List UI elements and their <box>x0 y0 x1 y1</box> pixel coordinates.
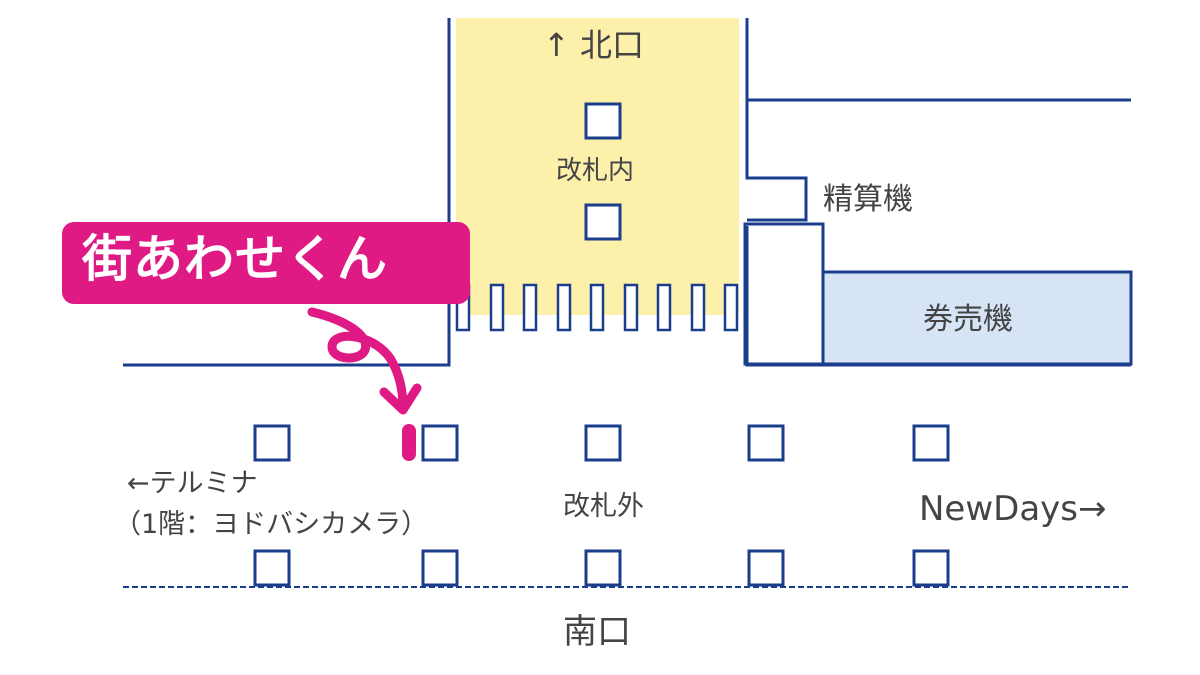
outside-gate-label: 改札外 <box>563 491 644 522</box>
pillars <box>253 102 950 587</box>
meeting-point-marker <box>402 424 416 461</box>
ticket-gate <box>522 283 538 332</box>
terminal-floor-label: （1階：ヨドバシカメラ） <box>114 509 429 540</box>
inside-gate-area <box>456 18 739 315</box>
corridor-walls <box>123 18 1131 367</box>
callout-text: 街あわせくん <box>82 230 388 288</box>
inside-gate-label: 改札内 <box>556 156 635 186</box>
terminal-label: ←テルミナ <box>127 468 258 499</box>
newdays-label: NewDays→ <box>919 489 1107 529</box>
pillar <box>584 203 622 241</box>
pillar <box>747 424 785 462</box>
ticket-machine-block <box>821 270 1133 366</box>
pillar <box>912 549 950 587</box>
fare-adjust-booth <box>743 222 825 366</box>
callout-badge <box>62 222 470 304</box>
ticket-gates <box>455 283 739 332</box>
ticket-machines-label: 券売機 <box>923 302 1013 337</box>
pillar <box>421 549 459 587</box>
pillar <box>912 424 950 462</box>
ticket-gate <box>690 283 706 332</box>
pillar <box>584 549 622 587</box>
ticket-gate <box>723 283 739 332</box>
pillar <box>421 424 459 462</box>
ticket-gate <box>556 283 572 332</box>
south-exit-label: 南口 <box>563 612 631 652</box>
pillar <box>584 424 622 462</box>
ticket-gate <box>489 283 505 332</box>
ticket-gate <box>589 283 605 332</box>
ticket-gate <box>623 283 639 332</box>
ticket-gate <box>656 283 672 332</box>
fare-adjustment-label: 精算機 <box>823 182 913 217</box>
curly-arrow-down-icon <box>307 307 422 415</box>
pillar <box>747 549 785 587</box>
pillar <box>253 424 291 462</box>
pillar <box>253 549 291 587</box>
pillar <box>584 102 622 140</box>
north-exit-label: ↑ 北口 <box>543 26 644 64</box>
